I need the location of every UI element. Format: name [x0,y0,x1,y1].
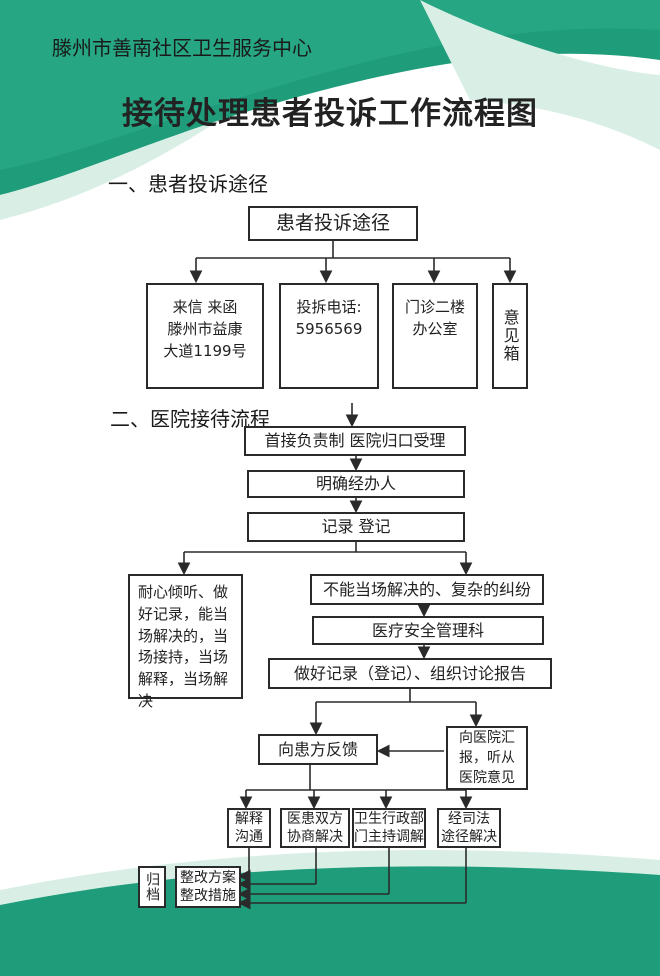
negotiation-box: 医患双方 协商解决 [280,808,350,848]
section-heading-complaint-channels: 一、患者投诉途径 [108,172,268,196]
suggestion-box-label: 意见箱 [500,309,520,363]
record-register-step: 记录 登记 [247,512,465,542]
section-heading-reception-process: 二、医院接待流程 [110,407,270,431]
assign-handler-step: 明确经办人 [247,470,465,498]
judicial-resolution-box: 经司法 途径解决 [437,808,501,848]
phone-channel-box: 投拆电话: 5956569 [279,283,379,389]
complaint-channels-box: 患者投诉途径 [248,206,418,241]
on-site-resolution-box: 耐心倾听、做好记录，能当场解决的，当场接持，当场解释，当场解决 [128,574,243,710]
office-channel-box: 门诊二楼 办公室 [392,283,478,389]
page-title: 接待处理患者投诉工作流程图 [122,96,538,132]
medical-safety-dept-box: 医疗安全管理科 [312,616,544,645]
health-dept-mediation-box: 卫生行政部 门主持调解 [352,808,426,848]
feedback-to-patient-box: 向患方反馈 [258,734,378,765]
record-discuss-report-box: 做好记录（登记）、组织讨论报告 [268,658,552,689]
report-to-hospital-box: 向医院汇 报，听从 医院意见 [446,726,528,790]
organization-name: 滕州市善南社区卫生服务中心 [52,36,312,60]
complex-dispute-box: 不能当场解决的、复杂的纠纷 [310,574,544,605]
explain-communicate-box: 解释 沟通 [227,808,271,848]
first-responsible-step: 首接负责制 医院归口受理 [244,426,466,456]
letter-channel-box: 来信 来函 滕州市益康 大道1199号 [146,283,264,389]
archive-box: 归档 [138,866,166,908]
archive-label: 归档 [144,872,161,902]
rectification-plan-box: 整改方案 整改措施 [175,866,241,908]
suggestion-box-channel: 意见箱 [492,283,528,389]
